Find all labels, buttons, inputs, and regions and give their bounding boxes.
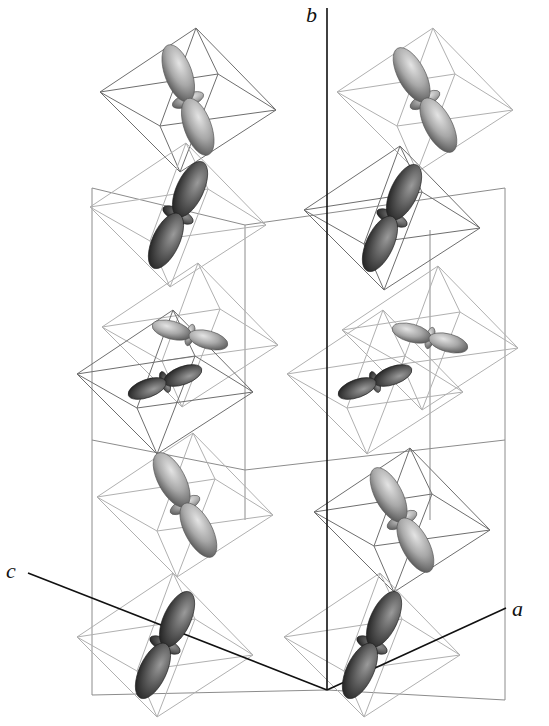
eg-orbital <box>143 446 227 565</box>
axis-label: b <box>306 4 317 26</box>
eg-orbital <box>125 358 206 405</box>
eg-orbital <box>149 314 230 355</box>
crystal-axes <box>28 8 506 690</box>
eg-orbital <box>360 461 444 580</box>
unit-cell-frame <box>92 188 505 700</box>
octahedra <box>77 28 518 717</box>
eg-orbital <box>352 158 431 278</box>
axis-label: a <box>512 598 523 620</box>
eg-orbital <box>335 358 416 405</box>
axis-label: c <box>6 560 16 582</box>
eg-orbital <box>152 39 223 160</box>
eg-orbital <box>389 317 470 358</box>
eg-orbital <box>383 41 467 160</box>
eg-orbital <box>125 585 204 705</box>
orbitals <box>125 39 471 705</box>
eg-orbital <box>332 585 411 705</box>
eg-orbital <box>138 155 217 275</box>
